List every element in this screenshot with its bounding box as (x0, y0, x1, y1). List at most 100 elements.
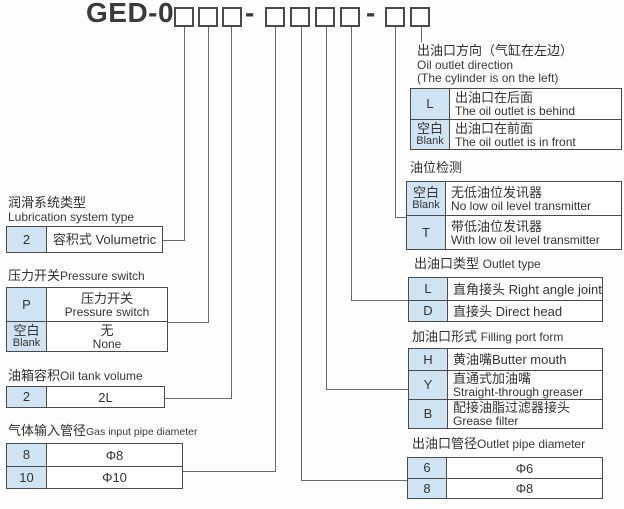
model-code-box-2 (198, 7, 218, 27)
desc-text-en: With low oil level transmitter (451, 232, 600, 247)
connector-line (301, 27, 302, 480)
desc-text: 出油口在后面 (455, 90, 534, 105)
code-cell: 空白 Blank (7, 322, 47, 351)
connector-line (351, 300, 408, 301)
connector-line (326, 389, 408, 390)
desc-text: Φ8 (105, 447, 124, 463)
code-table: 2 容积式 Volumetric (6, 226, 163, 253)
section-header-en: Outlet pipe diameter (477, 437, 586, 451)
code-table: P 压力开关 Pressure switch 空白 Blank 无 None (6, 287, 168, 352)
model-code-box-5 (290, 7, 310, 27)
code-value-en: Blank (12, 337, 41, 349)
code-cell: 6 (408, 458, 447, 478)
connector-line (163, 240, 185, 241)
table-row: L 直角接头 Right angle joint (409, 278, 602, 300)
connector-line (301, 480, 407, 481)
model-prefix: GED-0 (86, 0, 175, 28)
code-table: L 出油口在后面 The oil outlet is behind 空白 Bla… (410, 88, 622, 150)
code-cell: L (411, 89, 450, 119)
table-row: 6 Φ6 (408, 458, 602, 478)
desc-cell: 黄油嘴Butter mouth (448, 349, 602, 370)
section-header-en: Oil outlet direction (417, 58, 514, 72)
code-cell: Y (409, 371, 448, 399)
connector-line (275, 27, 276, 471)
connector-line (231, 27, 232, 398)
code-table: 空白 Blank 无低油位发讯器 No low oil level transm… (406, 181, 622, 250)
code-cell: 2 (7, 387, 47, 407)
code-value: P (22, 296, 31, 312)
section-header: 压力开关Pressure switch (8, 268, 169, 284)
section-header-zh: 加油口形式 (412, 329, 478, 344)
section-outlet-type: 出油口类型 Outlet type L 直角接头 Right angle joi… (408, 256, 604, 322)
desc-text: 无低油位发讯器 (451, 184, 543, 200)
table-row: 空白 Blank 出油口在前面 The oil outlet is in fro… (411, 119, 621, 149)
code-value: 2 (22, 389, 31, 404)
model-code-box-6 (315, 7, 335, 27)
desc-cell: Φ8 (447, 479, 602, 498)
table-row: 2 2L (7, 387, 164, 407)
code-value: 8 (423, 480, 431, 496)
desc-cell: 直通式加油嘴 Straight-through greaser (448, 371, 602, 399)
connector-line (395, 217, 406, 218)
desc-cell: 配接油脂过滤器接头 Grease filter (448, 400, 602, 428)
desc-text-en: Grease filter (453, 414, 519, 428)
desc-cell: 2L (47, 387, 164, 407)
desc-text: 黄油嘴Butter mouth (453, 352, 567, 367)
table-row: H 黄油嘴Butter mouth (409, 349, 602, 370)
desc-cell: 无低油位发讯器 No low oil level transmitter (446, 182, 621, 215)
code-value: 6 (423, 460, 431, 475)
code-value: B (423, 406, 433, 421)
separator-dash: - (366, 0, 376, 28)
model-code-box-8 (385, 7, 405, 27)
code-value: 空白 (416, 121, 443, 136)
desc-text: 直角接头 Right angle joint (453, 281, 602, 297)
section-lubrication-system-type: 润滑系统类型 Lubrication system type 2 容积式 Vol… (6, 195, 164, 253)
desc-cell: 出油口在前面 The oil outlet is in front (450, 120, 621, 149)
model-code-box-7 (340, 7, 360, 27)
separator-dash: - (245, 0, 255, 28)
table-row: 2 容积式 Volumetric (7, 227, 162, 252)
code-value: D (423, 303, 433, 318)
code-cell: P (7, 288, 47, 321)
code-table: 2 2L (6, 386, 165, 408)
section-header-zh: 油位检测 (410, 160, 463, 175)
section-header-en: Filling port form (480, 330, 564, 344)
code-cell: 10 (7, 467, 47, 488)
code-value: Y (423, 377, 433, 392)
code-value: 8 (22, 447, 31, 462)
desc-cell: 容积式 Volumetric (47, 227, 162, 252)
table-row: T 带低油位发讯器 With low oil level transmitter (407, 215, 621, 249)
code-table: 8 Φ8 10 Φ10 (6, 443, 183, 489)
table-row: Y 直通式加油嘴 Straight-through greaser (409, 370, 602, 399)
section-pressure-switch: 压力开关Pressure switch P 压力开关 Pressure swit… (6, 268, 169, 352)
code-table: L 直角接头 Right angle joint D 直接头 Direct he… (408, 277, 603, 322)
desc-text: 出油口在前面 (455, 120, 534, 136)
desc-text: 无 (100, 322, 114, 338)
model-code-box-1 (174, 7, 194, 27)
desc-text: Φ8 (515, 481, 534, 496)
code-cell: L (409, 278, 448, 300)
desc-cell: 直角接头 Right angle joint (448, 278, 602, 300)
code-cell: 空白 Blank (407, 182, 446, 215)
code-value: 空白 (13, 323, 40, 338)
connector-line (165, 398, 232, 399)
connector-line (183, 471, 276, 472)
connector-line (351, 27, 352, 300)
connector-line (326, 27, 327, 389)
code-value: 2 (22, 231, 31, 247)
desc-cell: 直接头 Direct head (448, 301, 602, 321)
section-filling-port-form: 加油口形式 Filling port form H 黄油嘴Butter mout… (408, 329, 604, 429)
model-code-box-3 (222, 7, 242, 27)
desc-text-en: Straight-through greaser (453, 385, 584, 399)
section-header-en: Gas input pipe diameter (86, 426, 198, 438)
desc-text: 压力开关 (80, 290, 133, 306)
code-value: 10 (19, 469, 34, 485)
code-value: 空白 (412, 185, 439, 200)
code-cell: B (409, 400, 448, 428)
code-value: H (423, 351, 433, 367)
table-row: L 出油口在后面 The oil outlet is behind (411, 89, 621, 119)
connector-line (395, 27, 396, 217)
section-header-en: Pressure switch (60, 269, 145, 283)
code-value: T (422, 224, 430, 240)
